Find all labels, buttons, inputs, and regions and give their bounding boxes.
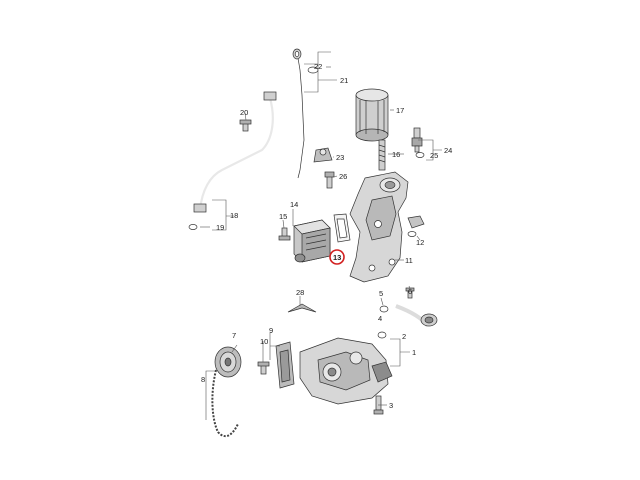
tensioner-bolt — [257, 361, 270, 375]
cooler-bolt — [278, 227, 291, 241]
label-21: 21 — [340, 76, 348, 85]
oil-filter — [355, 88, 389, 142]
label-16: 16 — [392, 150, 400, 159]
switch-seal — [415, 152, 425, 158]
label-20: 20 — [240, 108, 248, 117]
label-19: 19 — [216, 223, 224, 232]
part-labels: 22 21 17 20 16 24 25 23 26 18 19 14 15 1… — [201, 62, 452, 410]
label-9: 9 — [269, 326, 273, 335]
label-7: 7 — [232, 331, 236, 340]
dipstick-guide-tube — [193, 91, 277, 213]
label-14: 14 — [290, 200, 298, 209]
label-15: 15 — [279, 212, 287, 221]
guide-tube-o-ring — [188, 224, 198, 230]
mounting-bolt — [324, 171, 335, 189]
label-22: 22 — [314, 62, 322, 71]
guide-tube-bolt — [239, 119, 252, 132]
chain-sprocket — [214, 346, 242, 378]
leader-lines — [200, 51, 442, 420]
label-5: 5 — [379, 289, 383, 298]
highlight-ring-13 — [329, 249, 345, 265]
label-2: 2 — [402, 332, 406, 341]
oil-suction-pipe — [395, 304, 438, 328]
label-12: 12 — [416, 238, 424, 247]
label-11: 11 — [405, 256, 413, 265]
label-18: 18 — [230, 211, 238, 220]
drive-chain — [211, 369, 239, 438]
pump-seal — [377, 331, 387, 339]
oil-baffle — [287, 303, 317, 313]
label-8: 8 — [201, 375, 205, 384]
union-fitting — [407, 215, 425, 237]
label-13: 13 — [333, 253, 341, 262]
pump-bolt — [373, 395, 384, 415]
label-1: 1 — [412, 348, 416, 357]
pipe-o-ring — [379, 305, 389, 313]
oil-pressure-switch — [411, 127, 423, 153]
chain-tensioner — [275, 341, 295, 389]
oil-dipstick — [292, 48, 305, 179]
label-10: 10 — [260, 337, 268, 346]
oil-cooler — [293, 219, 331, 263]
label-23: 23 — [336, 153, 344, 162]
label-3: 3 — [389, 401, 393, 410]
breather-cap — [313, 147, 333, 163]
oil-pump — [299, 337, 393, 405]
filter-stud — [378, 139, 386, 171]
label-25: 25 — [430, 151, 438, 160]
label-28: 28 — [296, 288, 304, 297]
label-4: 4 — [378, 314, 382, 323]
label-6: 6 — [408, 287, 412, 296]
label-26: 26 — [339, 172, 347, 181]
housing-gasket — [333, 213, 351, 243]
label-17: 17 — [396, 106, 404, 115]
label-24: 24 — [444, 146, 452, 155]
oil-filter-housing — [349, 171, 409, 283]
pipe-bolt — [405, 287, 415, 299]
